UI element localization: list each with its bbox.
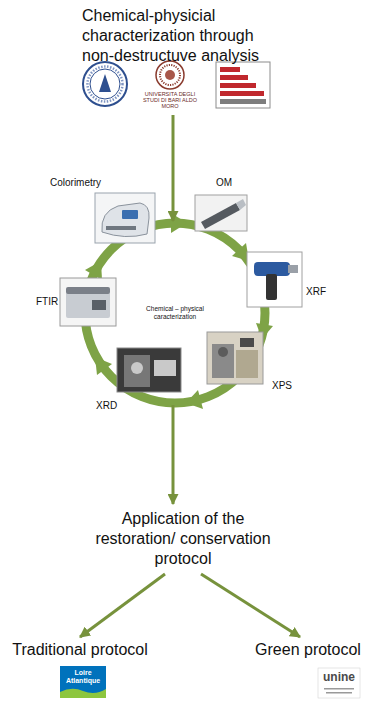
- seal-inner-ring: [90, 69, 120, 99]
- cycle-node: Chemical – physical caracterization: [85, 222, 265, 404]
- xps-port: [218, 347, 228, 357]
- colorimeter-screen: [122, 210, 138, 219]
- xrf-handle: [266, 274, 277, 300]
- unine-logo: [318, 668, 360, 698]
- logo-ground: [60, 666, 106, 698]
- microscope-body: [201, 203, 240, 229]
- logo-bar: [220, 99, 266, 104]
- node-text: Chemical – physical caracterization: [139, 305, 211, 321]
- protocol-node: Green protocol: [236, 638, 380, 662]
- colorimeter-body: [102, 203, 149, 237]
- node-text: Chemical-physicial characterization thro…: [82, 6, 284, 66]
- picture-frame: [60, 278, 116, 326]
- colorimeter-slot: [106, 226, 136, 230]
- xps-picture: [207, 332, 263, 384]
- node-text: Traditional protocol: [9, 640, 151, 660]
- logo-wave: [60, 689, 106, 698]
- logo-bar: [220, 91, 264, 96]
- xps-chamber: [212, 344, 234, 378]
- colorimeter-picture: [95, 193, 155, 243]
- xps-cabinet: [236, 350, 258, 378]
- instrument-label: FTIR: [36, 296, 58, 308]
- instrument-label: XRF: [306, 286, 326, 298]
- seal-ring: [83, 62, 127, 106]
- university-logo: [156, 61, 184, 89]
- flow-arrow: [201, 574, 300, 637]
- instrument-label: Colorimetry: [50, 177, 101, 189]
- seal-lettering: [88, 67, 123, 102]
- loire-atlantique-logo: [60, 666, 106, 698]
- xrf-picture: [247, 252, 302, 307]
- ring-arrowhead: [85, 261, 102, 280]
- picture-frame: [247, 252, 302, 307]
- logo-lettering: unine: [318, 671, 360, 684]
- node-text: Green protocol: [240, 640, 376, 660]
- ftir-lid: [66, 287, 110, 294]
- xrd-window: [154, 360, 176, 376]
- microscope-picture: [195, 195, 247, 231]
- xrf-body: [254, 262, 290, 276]
- logo-bar: [220, 67, 240, 72]
- logo-lettering: Loire Atlantique: [60, 669, 106, 685]
- ftir-picture: [60, 278, 116, 326]
- logo-fine-print: [324, 688, 354, 690]
- ring-arrowhead: [186, 390, 203, 409]
- instrument-label: XRD: [96, 400, 117, 412]
- logo-bar: [220, 83, 256, 88]
- institute-logo: [216, 62, 270, 108]
- flow-arrow: [80, 574, 165, 637]
- xrd-goniometer: [131, 362, 143, 374]
- logo-bar: [220, 75, 248, 80]
- ftir-body: [66, 292, 110, 318]
- xps-monitor: [240, 338, 254, 347]
- picture-frame: [207, 332, 263, 384]
- xrd-cabinet: [124, 355, 150, 387]
- microscope-tip: [236, 199, 246, 210]
- seal-emblem: [99, 74, 111, 92]
- logo-seal-lettering: [160, 65, 180, 85]
- xrd-picture: [117, 348, 181, 392]
- instrument-label: XPS: [272, 380, 292, 392]
- picture-frame: [117, 348, 181, 392]
- logo-fine-print: [326, 692, 352, 694]
- logo-seal: [156, 61, 184, 89]
- ring-arrowhead: [95, 357, 112, 375]
- logo-ground: [318, 668, 360, 698]
- protocol-node: Traditional protocol: [5, 638, 155, 662]
- picture-frame: [95, 193, 155, 243]
- step-node: Application of the restoration/ conserva…: [83, 505, 283, 573]
- picture-frame: [195, 195, 247, 231]
- logo-frame: [216, 62, 270, 108]
- flow-arrow: [172, 405, 175, 504]
- university-seal: [83, 62, 127, 106]
- ring-arrowhead: [232, 243, 249, 261]
- node-text: Application of the restoration/ conserva…: [88, 509, 278, 569]
- xrf-nose: [288, 265, 298, 273]
- flow-arrow: [172, 115, 175, 221]
- logo-seal-center: [165, 70, 175, 80]
- logo-lettering: UNIVERSITA DEGLI STUDI DI BARI ALDO MORO: [136, 91, 204, 109]
- ftir-panel: [92, 300, 106, 310]
- instrument-label: OM: [216, 177, 232, 189]
